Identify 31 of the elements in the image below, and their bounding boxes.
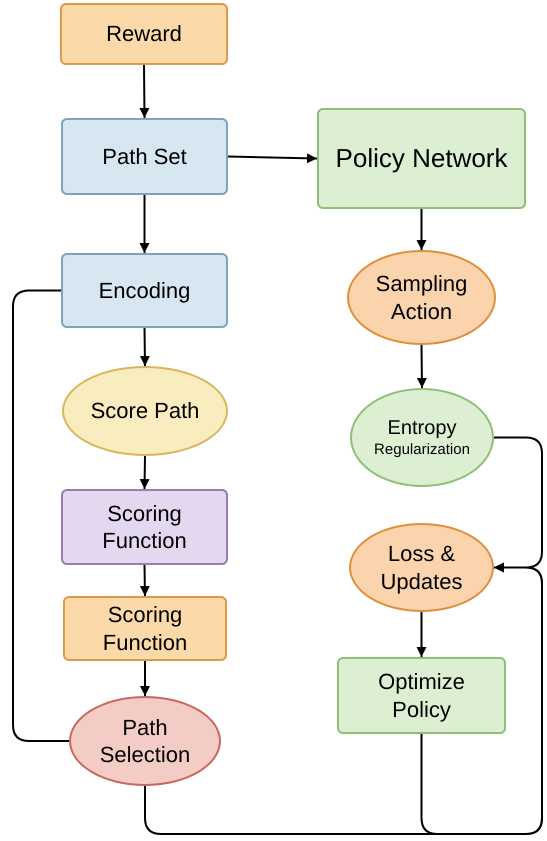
arrow (416, 209, 426, 250)
node-label: Policy Network (334, 142, 508, 175)
arrow (416, 344, 427, 388)
process-box (60, 3, 228, 65)
arrow (140, 456, 150, 490)
node-label: Reward (105, 20, 183, 48)
process-box (317, 108, 526, 209)
node-label: Regularization (373, 440, 471, 460)
node-label: Optimize Policy (377, 668, 466, 723)
node-label: Path Selection (98, 714, 192, 768)
node-label: Scoring Function (101, 500, 188, 554)
process-box (61, 253, 228, 328)
arrow (140, 328, 150, 366)
process-box (61, 118, 228, 195)
node-label: Entropy (386, 416, 458, 441)
node-label: Scoring Function (102, 601, 188, 656)
arrow (228, 153, 318, 164)
node-label: Path Set (101, 142, 188, 170)
process-box (337, 657, 506, 734)
arrow (416, 612, 426, 657)
arrow (140, 661, 150, 696)
arrow (420, 562, 543, 835)
arrow (140, 564, 150, 596)
process-box (61, 489, 228, 565)
arrow (139, 64, 150, 118)
node-label: Loss & Updates (380, 540, 464, 595)
arrow (140, 195, 150, 253)
node-label: Encoding (98, 276, 192, 304)
process-box (63, 596, 227, 661)
node-label: Sampling Action (374, 270, 468, 325)
node-label: Score Path (90, 397, 200, 425)
